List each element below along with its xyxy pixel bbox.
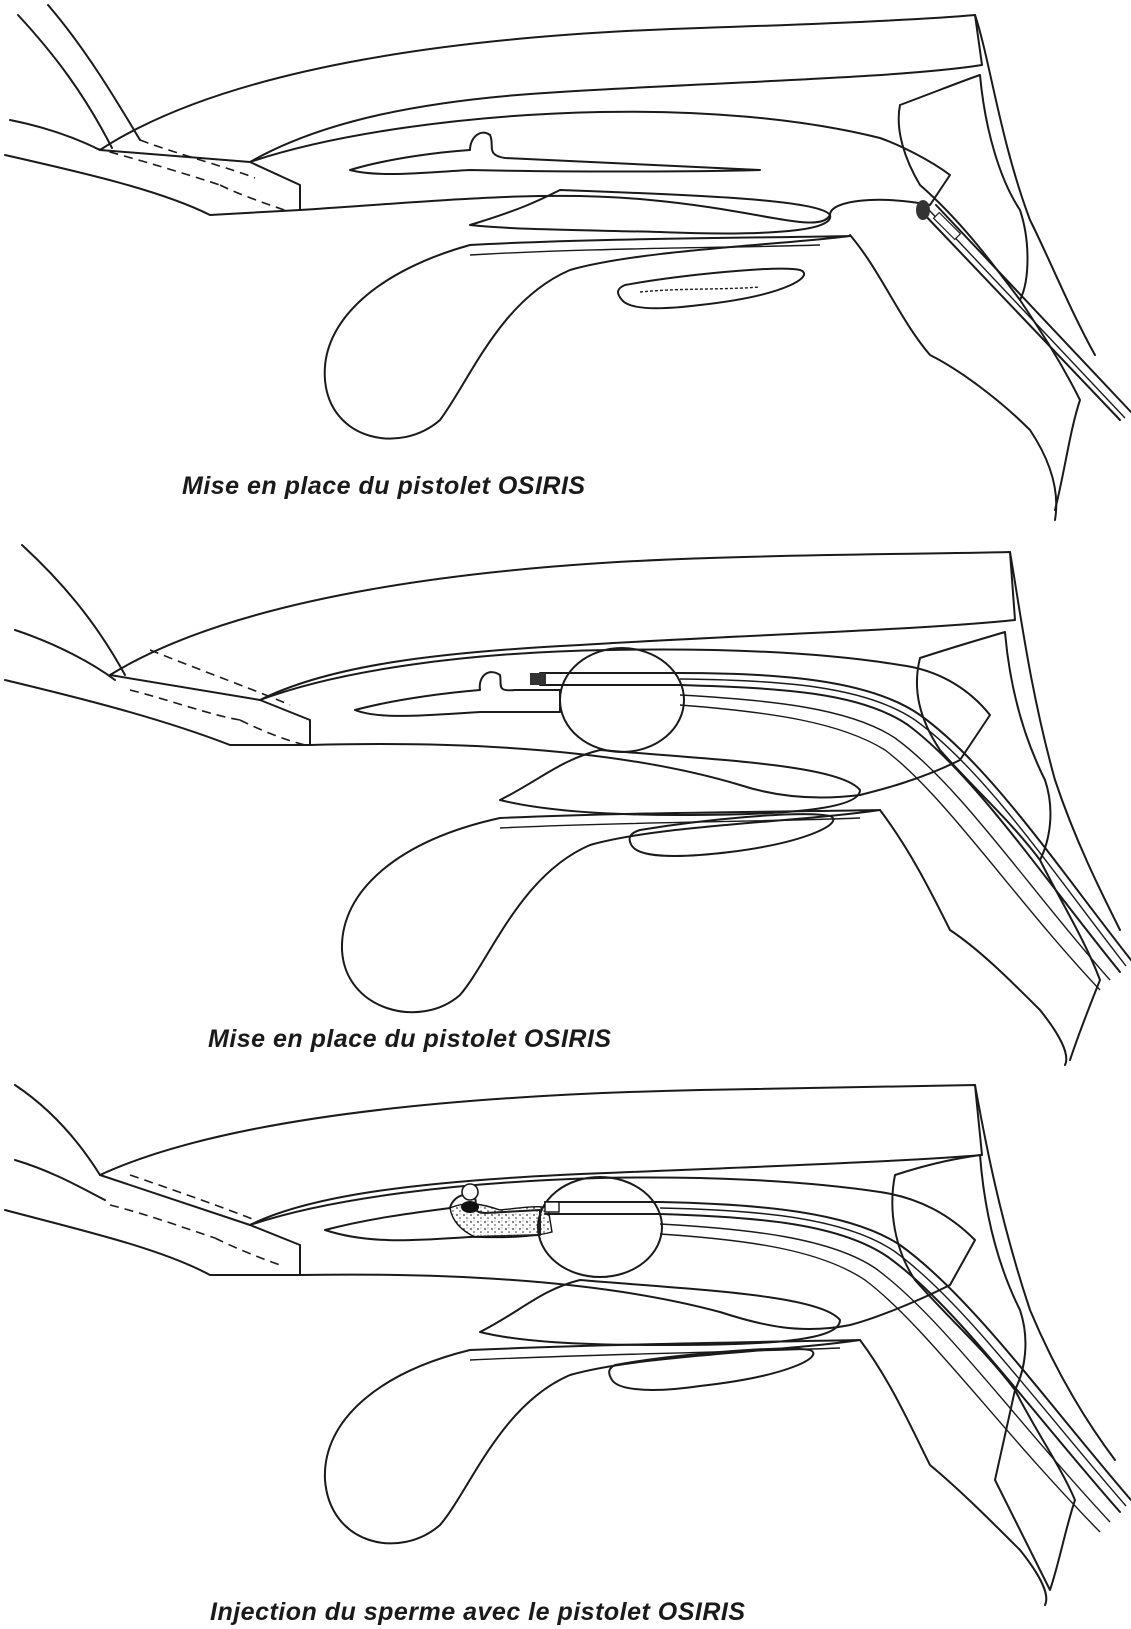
ovary-inner-line — [500, 818, 860, 828]
uterine-lumen — [350, 133, 760, 174]
anatomy-diagram-inserted — [0, 540, 1131, 1065]
bladder-inner — [640, 287, 760, 292]
vulva-outline — [995, 1390, 1075, 1590]
cervix-hatched — [917, 632, 1051, 860]
dashed-boundary-1 — [150, 650, 290, 705]
anatomy-diagram-injection — [0, 1080, 1131, 1605]
dashed-boundary-3 — [240, 720, 305, 745]
body-ventral-line — [5, 1210, 300, 1275]
vulva-outline — [1020, 300, 1080, 510]
vaginal-wall-upper — [975, 15, 1095, 355]
left-tube-base — [10, 120, 100, 150]
panel-placement-inserted: Mise en place du pistolet OSIRIS — [0, 540, 1131, 1065]
catheter-tip — [530, 673, 546, 685]
uterine-wall-band — [100, 1085, 982, 1225]
body-ventral-line — [5, 680, 310, 745]
caption-placement-1: Mise en place du pistolet OSIRIS — [182, 472, 586, 501]
uterus-body — [260, 650, 990, 798]
dashed-boundary-1 — [140, 140, 255, 178]
left-tube-upper — [18, 15, 112, 148]
cervical-balloon — [560, 648, 684, 752]
dashed-boundary-2 — [95, 148, 220, 185]
uterine-wall-band — [110, 552, 1015, 700]
uterine-wall-band — [100, 15, 982, 162]
caption-injection: Injection du sperme avec le pistolet OSI… — [210, 1598, 746, 1627]
vaginal-wall-lower — [880, 810, 1066, 1065]
panel-placement-near: Mise en place du pistolet OSIRIS — [0, 0, 1131, 525]
cervix-hatched — [892, 1155, 1025, 1390]
catheter-tip — [916, 200, 930, 220]
vulva-outline — [1040, 860, 1100, 1060]
uterine-lumen — [355, 672, 560, 716]
caption-placement-2: Mise en place du pistolet OSIRIS — [208, 1025, 612, 1054]
sperm-bubble — [462, 1184, 478, 1200]
cervix-hatched — [899, 75, 1028, 300]
left-tube-base — [15, 1160, 105, 1200]
left-tube-upper — [15, 1085, 100, 1175]
ovary-inner-line — [470, 245, 820, 255]
catheter-tip — [545, 1202, 559, 1212]
uterus-body — [250, 112, 950, 223]
uterine-fold — [500, 750, 860, 815]
vaginal-wall-upper — [975, 1085, 1115, 1460]
insemination-gun — [545, 1202, 1131, 1532]
dashed-boundary-3 — [215, 1238, 280, 1265]
dashed-boundary-2 — [110, 1205, 215, 1238]
dashed-boundary-1 — [130, 1175, 260, 1222]
panel-injection: Injection du sperme avec le pistolet OSI… — [0, 1080, 1131, 1629]
semen-drop — [461, 1201, 479, 1213]
cervical-balloon — [538, 1177, 662, 1277]
insemination-gun — [916, 200, 1131, 420]
dashed-boundary-3 — [220, 185, 290, 212]
left-tube-base — [15, 630, 115, 680]
ovary-blob — [325, 236, 850, 439]
left-tube-lower — [48, 5, 140, 140]
uterine-fold — [480, 1280, 840, 1345]
uterus-body — [250, 1178, 975, 1330]
anatomy-diagram-placement — [0, 0, 1131, 525]
ovary-blob — [342, 810, 880, 1012]
